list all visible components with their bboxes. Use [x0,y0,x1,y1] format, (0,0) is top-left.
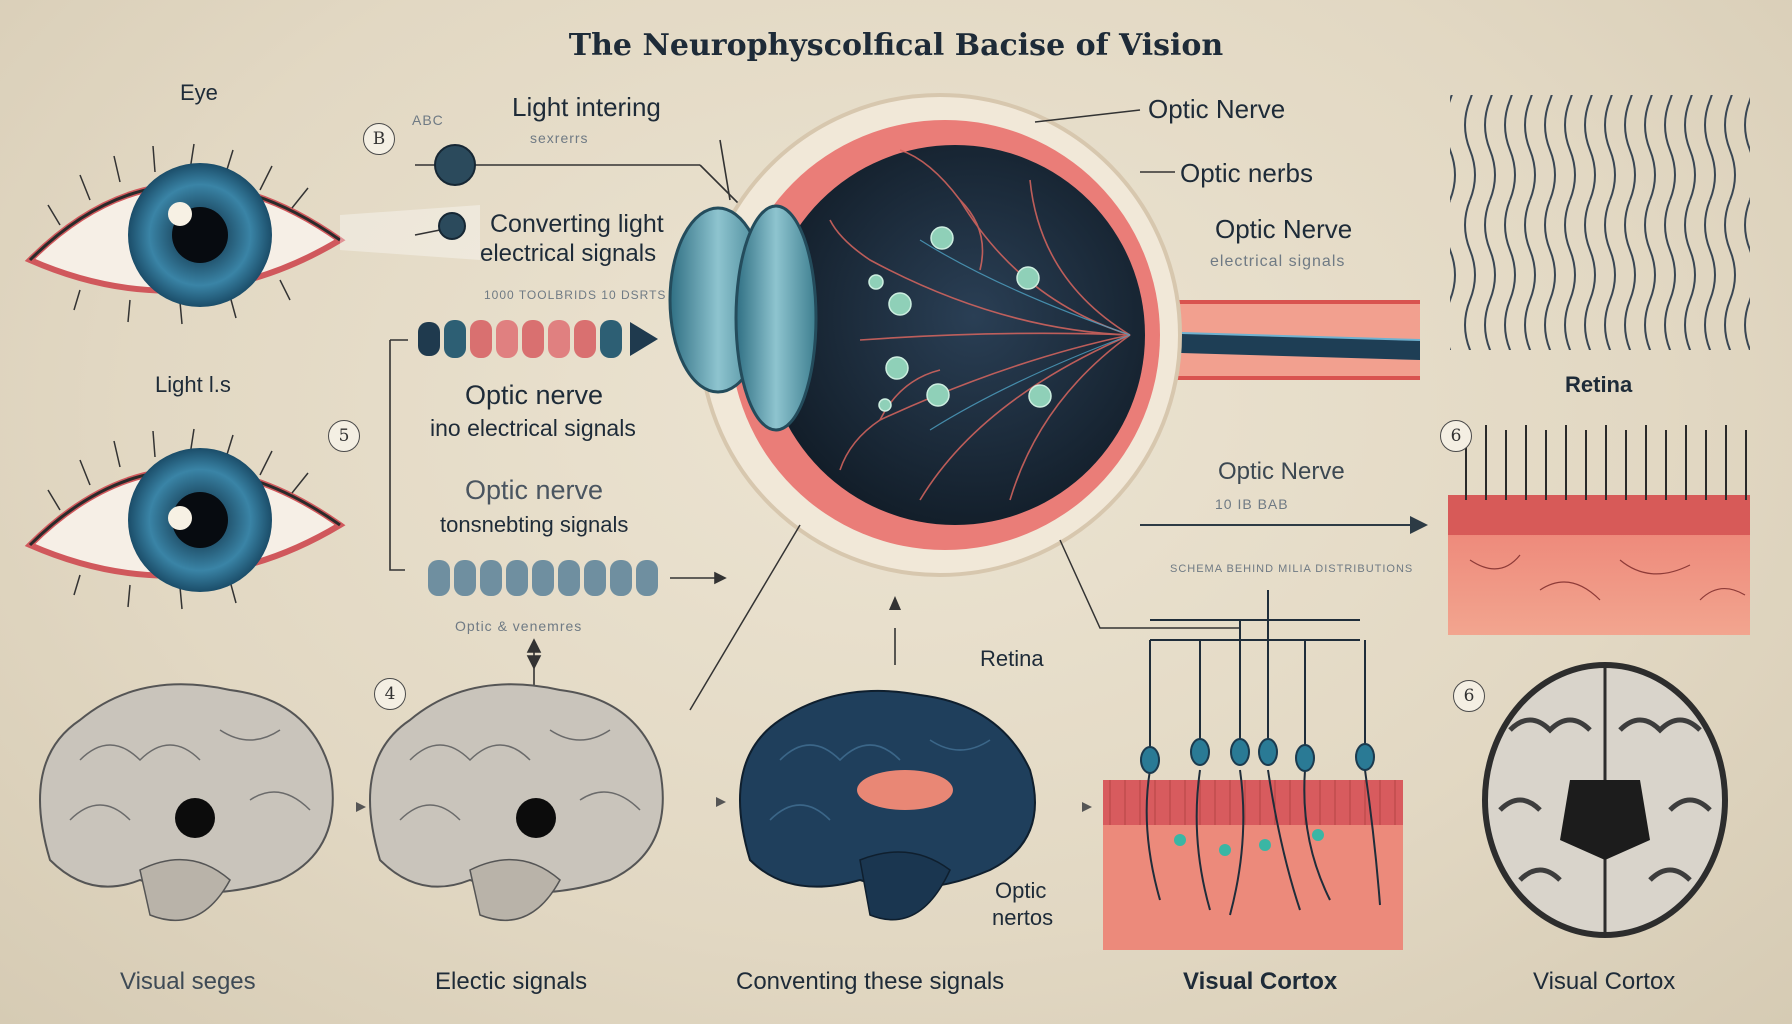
faint-long-label: SCHEMA BEHIND MILIA DISTRIBUTIONS [1170,563,1414,575]
retina-top-label: Retina [1565,372,1633,397]
sub-faint-label: sexrerrs [530,130,589,146]
visual-cortox-label-1: Visual Cortox [1183,968,1338,995]
step-badge-1: B [363,123,395,155]
abc-faint-label: ABC [412,112,444,128]
light-label: Light l.s [155,372,231,397]
optic-nerve-label-3: Optic Nerve [1218,458,1345,485]
electric-signals-label: Electic signals [435,968,588,995]
retina-tissue-block [1448,425,1750,635]
optic-nerbs-label: Optic nerbs [1180,158,1313,188]
brain-axial-section [1482,662,1728,938]
faint-arrow-label: 10 IB BAB [1215,496,1289,512]
brain-illustration-1 [39,683,334,922]
optic-nerve-label-a: Optic nerve [465,380,604,410]
light-entering-label: Light intering [512,92,661,122]
eyeball-cross-section [668,93,1421,577]
nerve-fibers [1450,95,1750,350]
step-badge-2: 5 [328,420,360,452]
eye-illustration-bottom [24,428,346,610]
optic-arrow-head [1410,516,1428,534]
eye-label: Eye [180,80,218,105]
optic-nerve-label-1: Optic Nerve [1148,94,1286,124]
optic-and-label: Optic & venemres [455,618,583,634]
optic-nertos-label-2: nertos [992,905,1054,930]
retina-leader-head [889,596,901,610]
signal-bead-large [434,144,476,186]
step-badge-3: 4 [374,678,406,710]
optic-nerve-label-2: Optic Nerve [1215,214,1353,244]
electrical-faint-label: electrical signals [1210,253,1346,270]
page-title: The Neurophyscolfical Bacise of Vision [568,28,1224,63]
eye-illustration-top [24,143,346,325]
stage-arrows [356,797,1092,812]
faint-mid-label: 1000 TOOLBRIDS 10 DSRTS [484,288,667,302]
brain-illustration-2 [369,683,664,922]
visual-seges-label: Visual seges [120,968,256,995]
step-badge-4: 6 [1440,420,1472,452]
cortex-neuron-panel [1103,590,1403,950]
into-signals-label: ino electrical signals [430,415,636,441]
signal-chain-bottom [428,560,658,596]
converting-label-line2: electrical signals [480,240,657,267]
brain-illustration-3 [739,689,1036,921]
step-badge-5: 6 [1453,680,1485,712]
visual-cortox-label-2: Visual Cortox [1533,968,1676,995]
optic-nerve-label-b: Optic nerve [465,475,604,505]
converting-signals-label: Conventing these signals [736,968,1005,995]
transmitting-label: tonsnebting signals [440,512,629,537]
signal-chain-top [418,320,658,358]
converting-label-line1: Converting light [490,210,664,238]
signal-bead-small [438,212,466,240]
retina-mid-label: Retina [980,646,1044,671]
optic-nertos-label-1: Optic [995,878,1047,903]
